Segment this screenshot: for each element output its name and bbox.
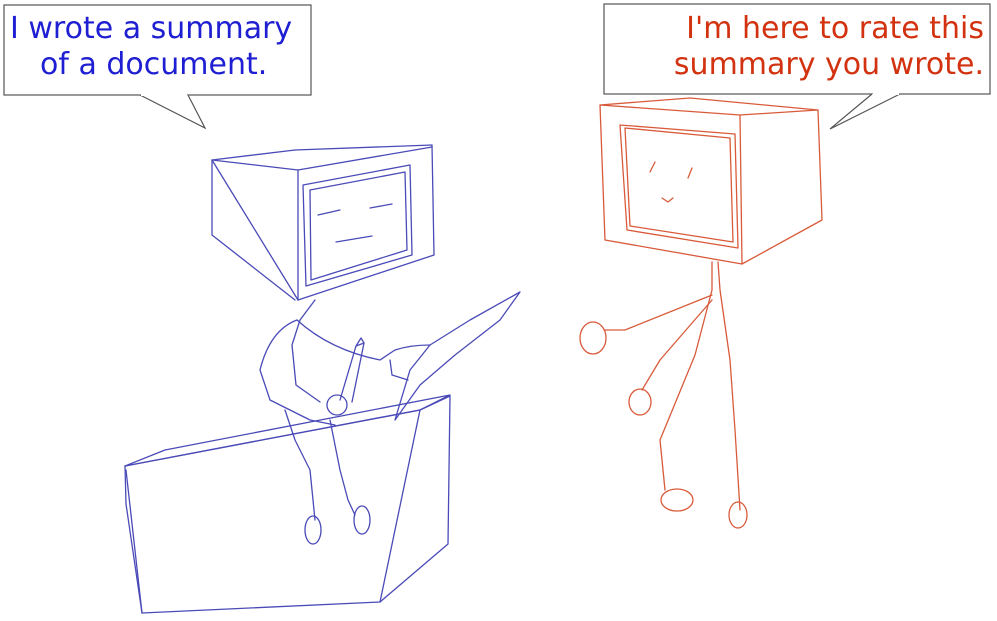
- rater-head: [599, 97, 823, 265]
- left-speech-text: I wrote a summary of a document.: [10, 11, 292, 83]
- bench-box: [124, 394, 451, 614]
- right-speech-bubble: [603, 3, 991, 130]
- rater-robot: [579, 97, 823, 529]
- right-speech-text: I'm here to rate this summary you wrote.: [614, 11, 984, 83]
- left-speech-line-2: of a document.: [40, 47, 268, 82]
- writer-robot: [124, 144, 521, 614]
- right-speech-line-2: summary you wrote.: [673, 47, 984, 82]
- left-speech-line-1: I wrote a summary: [10, 11, 293, 46]
- right-speech-line-1: I'm here to rate this: [686, 11, 984, 46]
- writer-head: [211, 144, 435, 301]
- left-speech-bubble: [3, 4, 312, 130]
